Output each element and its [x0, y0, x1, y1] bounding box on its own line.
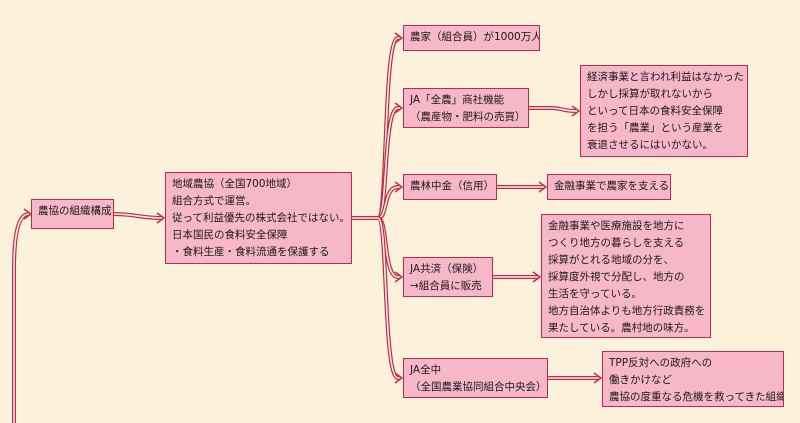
node-text: 農協の度重なる危機を救ってきた組織 [609, 391, 784, 403]
node-text: 組合方式で運営。 [172, 195, 256, 207]
node-chiiki-noukyou[interactable]: 地域農協（全国700地域） 組合方式で運営。 従って利益優先の株式会社ではない。… [165, 172, 352, 264]
node-text: つくり地方の暮らしを支える [548, 237, 685, 249]
connector-chiiki-norin [352, 185, 400, 220]
node-text: といって日本の食料安全保障 [587, 105, 723, 117]
connector-chiiki-zenchu [352, 216, 400, 380]
node-noukyou-soshiki-kousei[interactable]: 農協の組織構成 [31, 199, 114, 229]
connector-chiiki-norin-inner [352, 186, 400, 219]
connector-chiiki-zenchu-inner [352, 217, 400, 379]
node-zenchuu-note[interactable]: TPP反対への政府への 働きかけなど 農協の度重なる危機を救ってきた組織 [602, 351, 784, 407]
node-norin-chuukin[interactable]: 農林中金（信用） [403, 174, 497, 200]
node-text: 地方自治体よりも地方行政責務を [548, 305, 706, 317]
connector-trunk-inner [13, 213, 30, 423]
connector-chiiki-kyosai [352, 216, 400, 279]
node-text: を担う「農業」という産業を [587, 122, 724, 134]
node-text: 金融事業や医療施設を地方に [548, 220, 685, 232]
connector-trunk [12, 212, 30, 423]
node-text: 衰退させるにはいかない。 [587, 139, 713, 151]
connector-chiiki-zennoh [352, 106, 400, 220]
connector-chiiki-zennoh-arrowhead [394, 102, 404, 114]
node-norin-note[interactable]: 金融事業で農家を支える [547, 174, 671, 200]
node-text: 農家（組合員）が1000万人 [410, 31, 540, 43]
node-zennou-note[interactable]: 経済事業と言われ利益はなかった しかし採算が取れないから といって日本の食料安全… [580, 65, 748, 157]
node-text: 採算がとれる地域の分を、 [548, 254, 674, 266]
connector-chiiki-zenchu-arrowhead [394, 372, 404, 384]
node-text: 働きかけなど [609, 374, 672, 386]
node-ja-zenchuu[interactable]: JA全中 （全国農業協同組合中央会） [403, 358, 548, 398]
connector-zenchu-note-arrowhead [593, 372, 603, 384]
node-text: 地域農協（全国700地域） [172, 178, 298, 190]
node-kyousai-note[interactable]: 金融事業や医療施設を地方に つくり地方の暮らしを支える 採算がとれる地域の分を、… [541, 214, 711, 338]
node-text: 経済事業と言われ利益はなかった [587, 71, 744, 83]
connector-kyosai-note-arrowhead [532, 271, 542, 283]
node-text: （農産物・肥料の売買） [410, 111, 526, 123]
node-text: JA「全農」商社機能 [410, 94, 505, 106]
node-text: 採算度外視で分配し、地方の [548, 271, 685, 283]
node-text: →組合員に販売 [410, 280, 482, 292]
node-ja-kyousai[interactable]: JA共済（保険） →組合員に販売 [403, 257, 493, 297]
node-text: ・食料生産・食料流通を保護する [172, 246, 330, 258]
node-nouka-kumiaiin[interactable]: 農家（組合員）が1000万人 [403, 25, 540, 51]
node-text: しかし採算が取れないから [587, 88, 713, 100]
node-text: 農林中金（信用） [410, 180, 494, 192]
connector-root-chiiki-arrowhead [156, 212, 166, 224]
node-text: JA共済（保険） [410, 263, 484, 275]
connector-zennoh-note-inner [529, 107, 577, 112]
connector-chiiki-kyosai-inner [352, 217, 400, 278]
node-text: 従って利益優先の株式会社ではない。 [172, 212, 350, 224]
connector-chiiki-noka-arrowhead [394, 32, 404, 44]
connector-root-chiiki-inner [113, 213, 163, 219]
node-text: （全国農業協同組合中央会） [410, 381, 547, 393]
connector-chiiki-kyosai-arrowhead [394, 271, 404, 283]
node-text: JA全中 [410, 364, 442, 376]
node-text: 果たしている。農村地の味方。 [548, 322, 695, 334]
connector-norin-note-arrowhead [538, 181, 548, 193]
connector-chiiki-norin-arrowhead [394, 181, 404, 193]
node-text: TPP反対への政府への [609, 357, 713, 369]
connector-chiiki-zennoh-inner [352, 107, 400, 219]
node-text: 農協の組織構成 [38, 205, 112, 217]
node-text: 日本国民の食料安全保障 [172, 229, 288, 241]
connector-zennoh-note-arrowhead [571, 105, 581, 117]
node-text: 金融事業で農家を支える [554, 180, 670, 192]
node-ja-zennou[interactable]: JA「全農」商社機能 （農産物・肥料の売買） [403, 88, 529, 128]
node-text: 生活を守っている。 [548, 288, 642, 300]
